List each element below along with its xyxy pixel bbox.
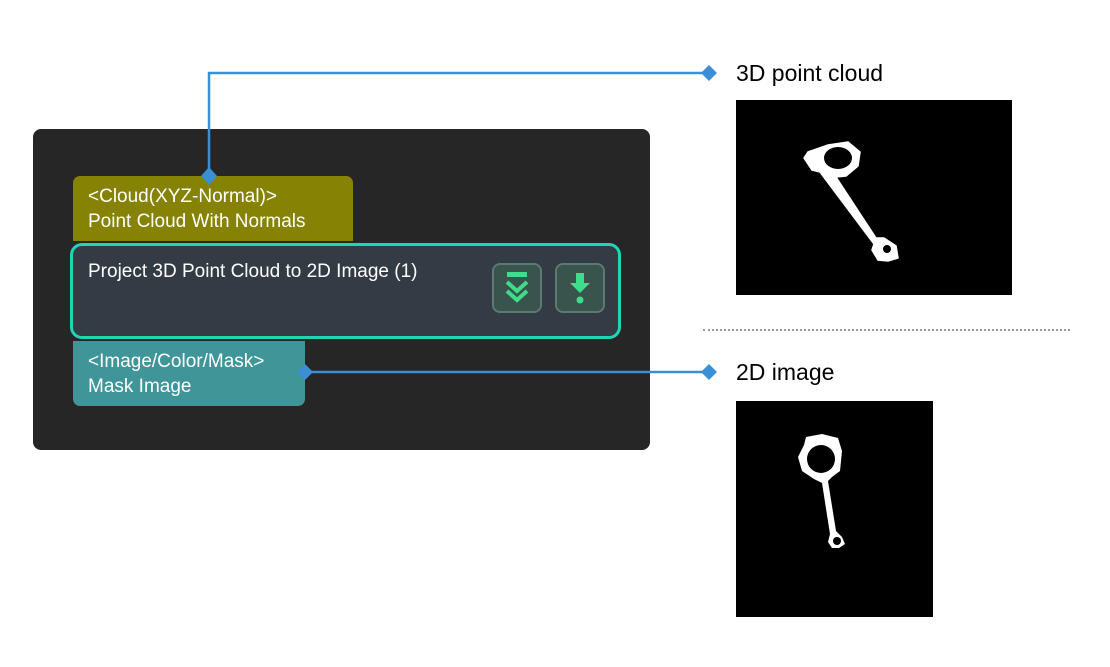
output-port-type: <Image/Color/Mask> (88, 351, 265, 372)
expand-icon (505, 272, 529, 303)
input-label-diamond (701, 65, 717, 81)
mask-image-preview (736, 401, 933, 617)
image-2d-label: 2D image (736, 359, 835, 385)
expand-button[interactable] (492, 263, 542, 313)
connecting-rod-cloud-shape (803, 141, 899, 262)
input-connector-line (207, 71, 709, 176)
input-port-type: <Cloud(XYZ-Normal)> (88, 186, 277, 207)
step-title: Project 3D Point Cloud to 2D Image (1) (88, 261, 418, 282)
step-node[interactable]: Project 3D Point Cloud to 2D Image (1) (70, 243, 621, 339)
output-port-diamond (297, 364, 313, 380)
input-port[interactable]: <Cloud(XYZ-Normal)> Point Cloud With Nor… (73, 176, 353, 241)
point-cloud-preview (736, 100, 1012, 295)
output-port-name: Mask Image (88, 376, 192, 397)
section-divider (703, 329, 1070, 331)
output-label-diamond (701, 364, 717, 380)
output-download-icon (570, 273, 590, 304)
input-port-diamond (201, 167, 217, 185)
point-cloud-label: 3D point cloud (736, 60, 884, 86)
output-button[interactable] (555, 263, 605, 313)
connecting-rod-mask-shape (798, 434, 845, 548)
output-port[interactable]: <Image/Color/Mask> Mask Image (73, 341, 305, 406)
input-port-name: Point Cloud With Normals (88, 211, 306, 232)
